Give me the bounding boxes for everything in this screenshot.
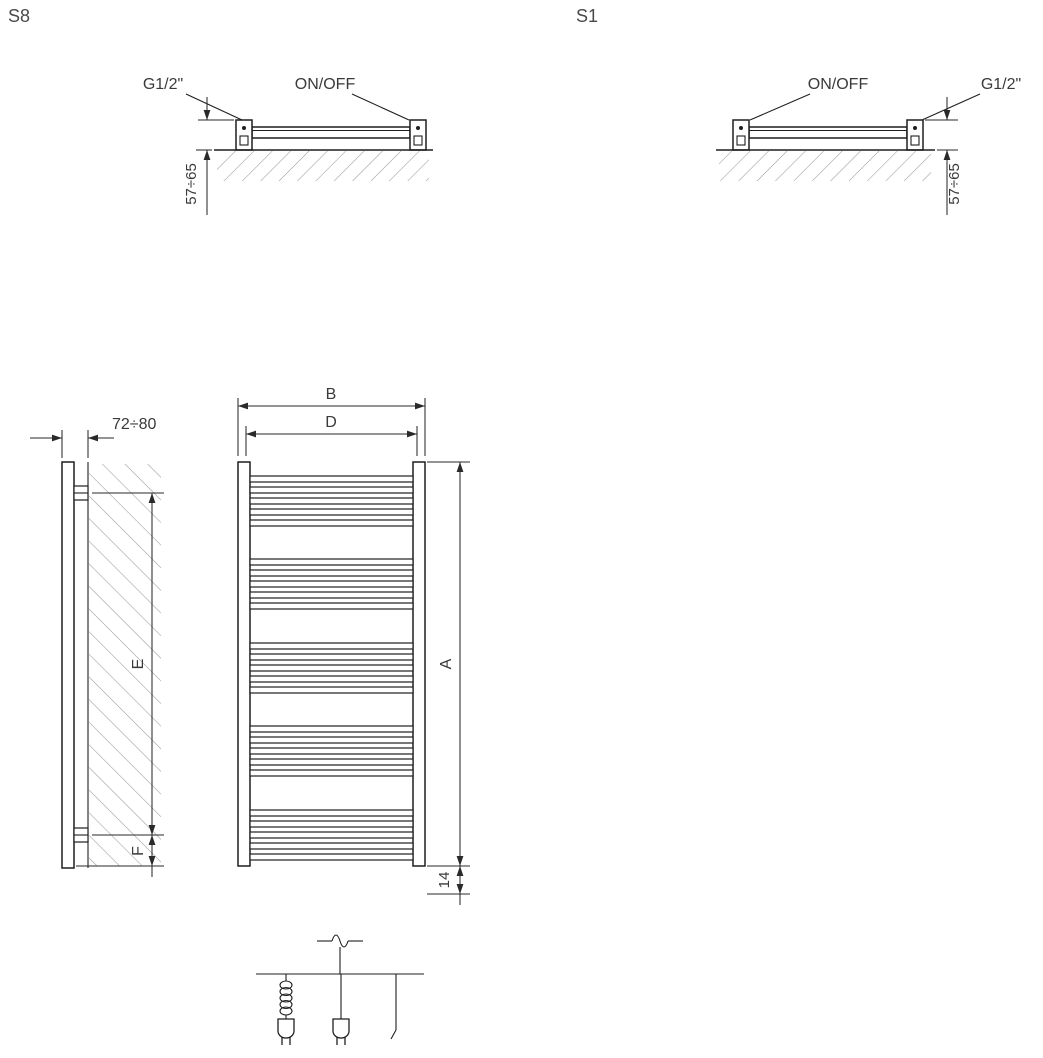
s8-left-fitting-detail — [239, 135, 249, 146]
s8-right-fitting-detail — [413, 135, 423, 146]
rung — [249, 769, 414, 777]
s8-section-label: S8 — [8, 6, 30, 26]
rung — [249, 736, 414, 744]
a-label: A — [438, 658, 455, 669]
rung — [249, 508, 414, 516]
rung — [249, 486, 414, 494]
rung — [249, 653, 414, 661]
dim14-label: 14 — [436, 872, 453, 889]
side-wall-hatch — [89, 464, 161, 866]
s1-left-fitting-screw — [739, 126, 743, 130]
depth-label: 72÷80 — [112, 416, 156, 433]
rung — [249, 725, 414, 733]
s1-onoff-label: ON/OFF — [808, 76, 869, 93]
s1-left-fitting-detail — [736, 135, 746, 146]
e-label: E — [130, 659, 147, 670]
right-collector-tube — [412, 461, 426, 867]
b-label: B — [326, 386, 337, 403]
s8-right-fitting-screw — [416, 126, 420, 130]
electric-connection-diagram — [256, 934, 424, 1046]
rung — [249, 820, 414, 828]
rung — [249, 591, 414, 599]
rung — [249, 686, 414, 694]
rung — [249, 675, 414, 683]
rung — [249, 602, 414, 610]
rung — [249, 580, 414, 588]
rung — [249, 853, 414, 861]
rung — [249, 664, 414, 672]
side-view: 72÷80 E F — [30, 416, 164, 877]
s8-g12-leader-line — [185, 93, 243, 121]
s8-onoff-label: ON/OFF — [295, 76, 356, 93]
cable-coil — [279, 980, 293, 990]
d-label: D — [325, 414, 337, 431]
s8-top-view: G1/2" ON/OFF 57÷65 — [143, 76, 433, 215]
power-plug-icon — [277, 1018, 295, 1046]
s1-wall-hatch — [719, 151, 931, 181]
break-symbol-wave — [331, 934, 349, 948]
rung — [249, 842, 414, 850]
rung — [249, 758, 414, 766]
f-label: F — [130, 846, 147, 856]
cable-coil — [279, 986, 293, 997]
s1-g12-leader-line — [921, 93, 981, 121]
rung — [249, 569, 414, 577]
spiral-cable-with-plug — [277, 974, 295, 1046]
s1-g12-label: G1/2" — [981, 76, 1021, 93]
radiator-rungs — [249, 475, 414, 861]
s1-top-view: ON/OFF G1/2" 57÷65 — [716, 76, 1021, 215]
bare-wire-connection — [390, 974, 397, 1040]
s1-right-fitting-detail — [910, 135, 920, 146]
s1-wall-distance-label: 57÷65 — [946, 163, 963, 205]
front-view: B D — [237, 386, 470, 905]
s1-right-fitting-screw — [913, 126, 917, 130]
rung — [249, 519, 414, 527]
cable-coil — [279, 993, 293, 1003]
left-collector-tube — [237, 461, 251, 867]
s1-section-label: S1 — [576, 6, 598, 26]
rung — [249, 497, 414, 505]
rung — [249, 747, 414, 755]
rung — [249, 475, 414, 483]
power-plug-icon — [332, 1018, 350, 1046]
s8-g12-label: G1/2" — [143, 76, 183, 93]
straight-cable-with-plug — [332, 974, 350, 1046]
rung — [249, 831, 414, 839]
bare-wire-end — [390, 1029, 397, 1040]
s8-wall-hatch — [217, 151, 429, 181]
radiator-side-profile — [61, 461, 75, 869]
s8-onoff-leader-line — [351, 93, 410, 121]
s8-wall-distance-label: 57÷65 — [183, 163, 200, 205]
cable-coil — [279, 999, 293, 1010]
s8-left-fitting-screw — [242, 126, 246, 130]
rung — [249, 642, 414, 650]
s1-onoff-leader-line — [749, 93, 811, 121]
s1-radiator-tube-top — [748, 126, 908, 139]
rung — [249, 558, 414, 566]
rung — [249, 809, 414, 817]
s8-radiator-tube-top — [251, 126, 411, 139]
